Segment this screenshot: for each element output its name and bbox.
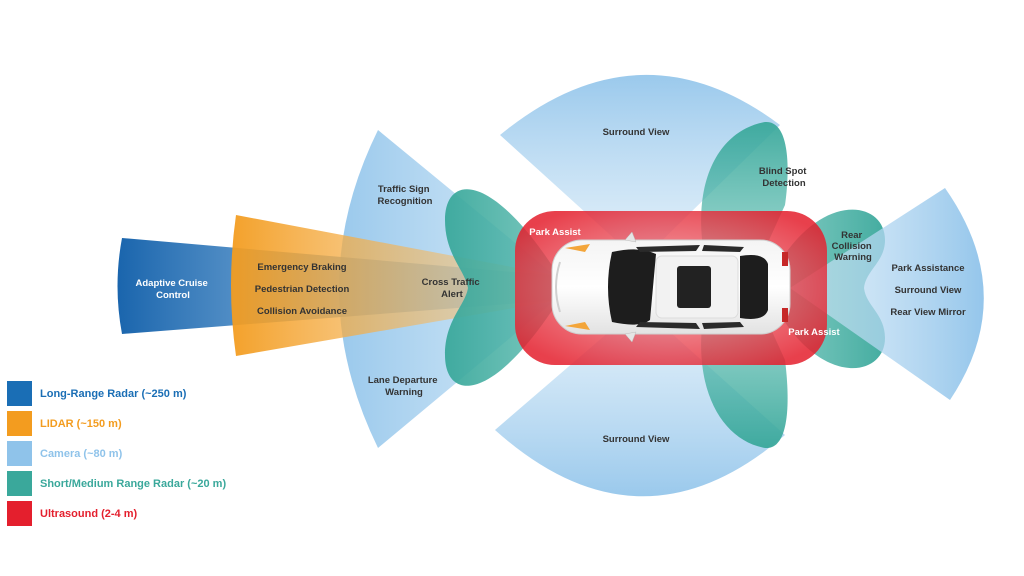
blind-spot-label: Blind Spot Detection [759, 166, 809, 189]
rear-collision-label: Rear Collision Warning [832, 230, 875, 263]
legend-swatch [7, 381, 32, 406]
traffic-sign-label: Traffic Sign Recognition [378, 184, 433, 207]
car-top-view [551, 231, 791, 343]
lane-departure-label: Lane Departure Warning [368, 375, 440, 398]
pedestrian-detection-label: Pedestrian Detection [255, 284, 350, 295]
legend-swatch [7, 411, 32, 436]
legend-label: Short/Medium Range Radar (~20 m) [40, 477, 227, 490]
legend-item: Short/Medium Range Radar (~20 m) [7, 471, 267, 496]
surround-view-bottom-label: Surround View [603, 434, 670, 445]
park-assist-rear-label: Park Assist [788, 327, 840, 338]
legend: Long-Range Radar (~250 m) LIDAR (~150 m) C… [7, 381, 267, 531]
surround-view-bottom-zone [495, 305, 785, 497]
lidar-zone [231, 215, 560, 356]
legend-label: Camera (~80 m) [40, 447, 123, 460]
surround-view-top-zone [500, 74, 780, 262]
emergency-braking-label: Emergency Braking [257, 262, 346, 273]
legend-item: LIDAR (~150 m) [7, 411, 267, 436]
legend-swatch [7, 501, 32, 526]
legend-item: Long-Range Radar (~250 m) [7, 381, 267, 406]
legend-item: Camera (~80 m) [7, 441, 267, 466]
cross-traffic-label: Cross Traffic Alert [422, 277, 483, 300]
legend-label: Long-Range Radar (~250 m) [40, 387, 187, 400]
surround-view-rear-label: Surround View [895, 285, 962, 296]
legend-label: Ultrasound (2-4 m) [40, 507, 138, 520]
legend-swatch [7, 471, 32, 496]
park-assistance-label: Park Assistance [891, 263, 964, 274]
legend-swatch [7, 441, 32, 466]
adaptive-cruise-label: Adaptive Cruise Control [136, 278, 211, 301]
rear-view-mirror-label: Rear View Mirror [890, 307, 966, 318]
collision-avoidance-label: Collision Avoidance [257, 306, 347, 317]
legend-label: LIDAR (~150 m) [40, 417, 122, 430]
legend-item: Ultrasound (2-4 m) [7, 501, 267, 526]
rear-camera-zone [790, 188, 984, 400]
park-assist-front-label: Park Assist [529, 227, 581, 238]
surround-view-top-label: Surround View [603, 127, 670, 138]
